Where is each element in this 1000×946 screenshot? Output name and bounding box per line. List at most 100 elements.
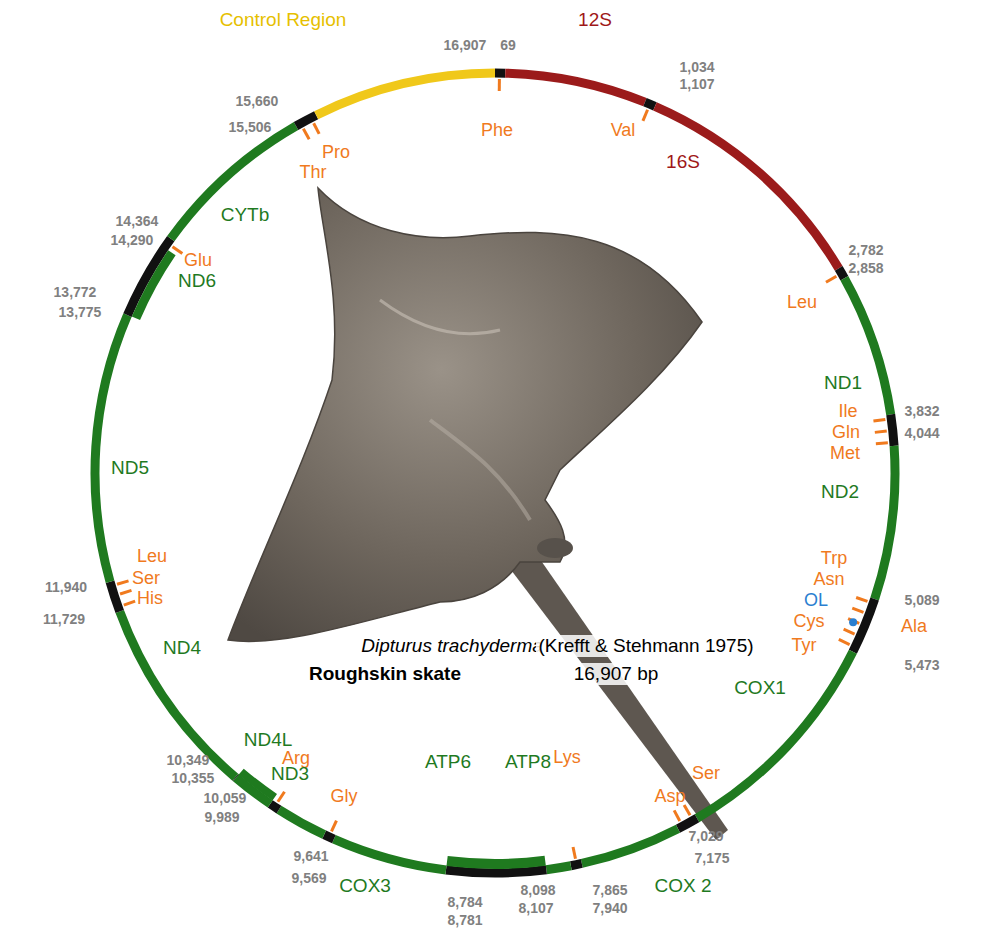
trna-mark (873, 419, 885, 421)
position-number: 1,107 (679, 76, 714, 92)
trna-name: Ile (838, 401, 857, 422)
trna-name: Asn (813, 569, 844, 590)
trna-mark (173, 247, 183, 254)
position-number: 2,782 (848, 242, 883, 258)
position-number: 4,044 (904, 425, 939, 441)
position-number: 14,364 (116, 213, 159, 229)
trna-mark (124, 601, 135, 605)
trna-name: Gln (832, 422, 860, 443)
gene-name: ATP8 (505, 751, 551, 773)
trna-mark (120, 590, 131, 594)
position-number: 7,865 (592, 882, 627, 898)
gene-name: ND2 (821, 481, 859, 503)
trna-name: Tyr (792, 635, 817, 656)
common-name: Roughskin skate (307, 663, 463, 685)
trna-name: Lys (553, 747, 580, 768)
position-number: 15,506 (229, 119, 272, 135)
genome-size: 16,907 bp (572, 663, 661, 685)
gene-arc (571, 863, 582, 865)
position-number: 2,858 (848, 260, 883, 276)
position-number: 8,784 (447, 894, 482, 910)
gene-arc (546, 866, 571, 870)
origin-name: OL (804, 590, 828, 611)
gene-arc (505, 73, 645, 102)
gene-name: ND4 (163, 637, 201, 659)
trna-mark (852, 608, 863, 612)
position-number: 5,473 (904, 657, 939, 673)
gene-name: ND5 (111, 457, 149, 479)
species-author: (Krefft & Stehmann 1975) (536, 635, 755, 657)
gene-arc (875, 446, 895, 599)
gene-arc (645, 102, 655, 106)
trna-name: Ala (901, 616, 927, 637)
gene-name: COX1 (734, 677, 786, 699)
gene-name: ND4L (244, 729, 293, 751)
gene-arc (697, 652, 853, 819)
gene-arc (891, 415, 894, 446)
genome-ring (95, 73, 895, 873)
trna-name: Val (611, 120, 636, 141)
trna-name: Pro (322, 142, 350, 163)
trna-mark (573, 847, 575, 859)
position-number: 13,772 (54, 284, 97, 300)
position-number: 8,781 (447, 912, 482, 928)
trna-mark (674, 810, 680, 821)
trna-name: Ser (132, 568, 160, 589)
position-number: 10,355 (172, 770, 215, 786)
trna-mark (856, 597, 867, 601)
gene-arc (279, 810, 324, 835)
trna-name: Leu (787, 292, 817, 313)
trna-mark (839, 639, 850, 644)
trna-name: Cys (794, 611, 825, 632)
gene-arc (839, 268, 845, 278)
position-number: 3,832 (904, 403, 939, 419)
origin-mark (849, 618, 857, 626)
gene-arc (127, 239, 170, 315)
gene-name: CYTb (221, 204, 270, 226)
trna-mark (875, 431, 887, 432)
position-number: 9,569 (291, 870, 326, 886)
gene-name: ND6 (178, 270, 216, 292)
gene-arc (334, 839, 446, 870)
gene-arc (853, 599, 875, 652)
gene-arc (270, 804, 279, 810)
gene-arc (447, 861, 545, 864)
trna-mark (303, 129, 309, 139)
gene-name: COX 2 (654, 875, 711, 897)
gene-arc (95, 315, 127, 582)
position-number: 11,729 (43, 611, 85, 627)
trna-name: Leu (137, 546, 167, 567)
position-number: 7,940 (592, 900, 627, 916)
gene-arc (655, 106, 839, 268)
trna-mark (684, 805, 690, 815)
position-number: 7,175 (694, 850, 729, 866)
region-name: Control Region (220, 9, 347, 31)
trna-mark (278, 792, 285, 802)
position-number: 15,660 (236, 93, 279, 109)
trna-name: Met (830, 443, 860, 464)
trna-mark (117, 581, 129, 584)
position-number: 14,290 (111, 232, 154, 248)
gene-name: 16S (666, 151, 700, 173)
gene-name: ND1 (824, 372, 862, 394)
species-name: Dipturus trachyderma (359, 635, 545, 657)
trna-name: Gly (331, 786, 358, 807)
trna-name: Trp (821, 548, 847, 569)
position-number: 8,098 (520, 882, 555, 898)
gene-arc (495, 69, 505, 78)
gene-name: 12S (578, 9, 612, 31)
gene-name: ATP6 (425, 751, 471, 773)
position-number: 10,059 (204, 790, 247, 806)
gene-arc (316, 73, 495, 115)
gene-arc (136, 253, 172, 318)
gene-arc (324, 835, 334, 839)
gene-name: COX3 (339, 875, 391, 897)
gene-arc (582, 829, 678, 864)
gene-arc (446, 870, 546, 873)
position-number: 7,029 (688, 828, 723, 844)
trna-name: Phe (481, 120, 513, 141)
position-number: 69 (500, 37, 516, 53)
gene-arc (110, 582, 120, 612)
